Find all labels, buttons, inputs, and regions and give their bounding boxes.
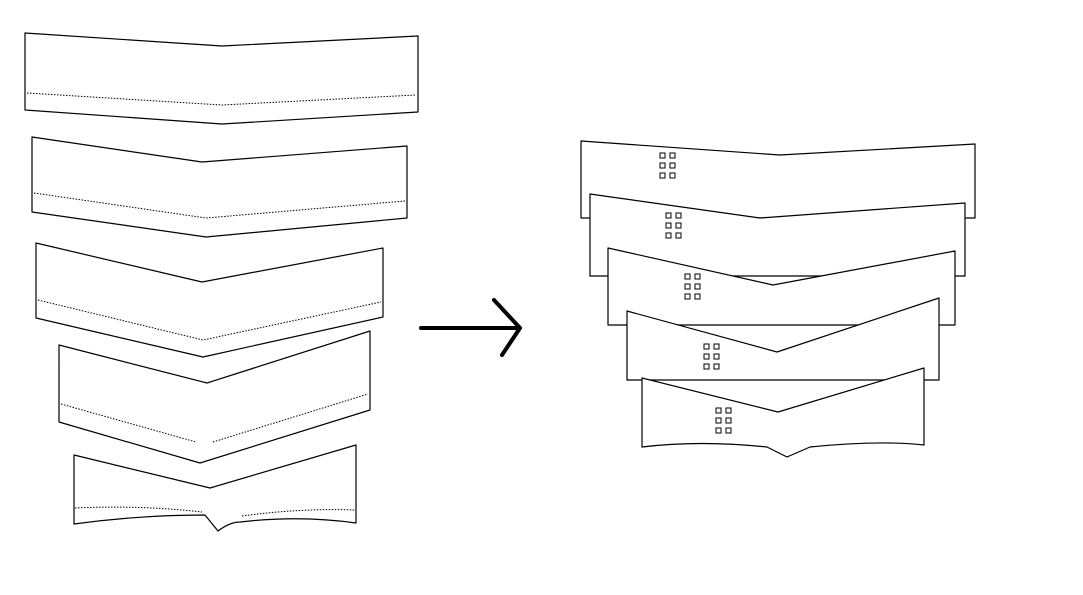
lacing-hole bbox=[725, 427, 732, 434]
lacing-hole bbox=[713, 363, 720, 370]
right-piece-group bbox=[580, 140, 976, 458]
lacing-hole bbox=[713, 343, 720, 350]
lacing-hole bbox=[675, 222, 682, 229]
arrow-head bbox=[492, 298, 522, 357]
lacing-hole bbox=[703, 363, 710, 370]
left-piece-3-outline bbox=[35, 242, 384, 358]
lacing-holes bbox=[659, 152, 732, 434]
lacing-hole bbox=[715, 407, 722, 414]
right-piece-5 bbox=[641, 367, 925, 458]
left-piece-1-outline bbox=[24, 32, 419, 125]
lacing-hole bbox=[669, 152, 676, 159]
lacing-hole bbox=[715, 417, 722, 424]
left-piece-4 bbox=[58, 330, 371, 464]
lacing-hole bbox=[665, 232, 672, 239]
lacing-hole bbox=[694, 283, 701, 290]
left-piece-1 bbox=[24, 32, 419, 125]
lacing-hole bbox=[675, 232, 682, 239]
lacing-hole bbox=[694, 273, 701, 280]
left-piece-5 bbox=[73, 444, 357, 532]
lacing-hole bbox=[725, 407, 732, 414]
lacing-hole bbox=[713, 353, 720, 360]
lacing-hole bbox=[665, 222, 672, 229]
left-piece-3 bbox=[35, 242, 384, 358]
lacing-hole bbox=[694, 293, 701, 300]
right-piece-2 bbox=[589, 193, 966, 277]
lacing-hole bbox=[684, 283, 691, 290]
left-piece-4-outline bbox=[58, 330, 371, 464]
left-piece-4-seam bbox=[60, 393, 369, 443]
left-piece-3-seam bbox=[37, 299, 382, 341]
lacing-hole bbox=[715, 427, 722, 434]
lacing-hole bbox=[684, 293, 691, 300]
left-piece-1-seam bbox=[26, 92, 417, 106]
transform-arrow bbox=[419, 298, 522, 357]
lacing-hole bbox=[659, 152, 666, 159]
lacing-hole bbox=[669, 172, 676, 179]
lacing-hole bbox=[659, 172, 666, 179]
left-piece-2 bbox=[31, 136, 408, 238]
lacing-hole bbox=[675, 212, 682, 219]
left-piece-2-seam bbox=[33, 192, 406, 219]
lacing-hole bbox=[703, 343, 710, 350]
lacing-hole bbox=[659, 162, 666, 169]
lacing-hole bbox=[703, 353, 710, 360]
left-piece-5-seam bbox=[74, 506, 356, 517]
lacing-hole bbox=[665, 212, 672, 219]
lacing-hole bbox=[669, 162, 676, 169]
right-piece-1 bbox=[580, 140, 976, 219]
left-piece-2-outline bbox=[31, 136, 408, 238]
lacing-hole bbox=[684, 273, 691, 280]
lacing-hole bbox=[725, 417, 732, 424]
right-piece-3 bbox=[607, 247, 956, 326]
left-piece-5-outline bbox=[73, 444, 357, 532]
left-piece-group bbox=[24, 32, 419, 532]
